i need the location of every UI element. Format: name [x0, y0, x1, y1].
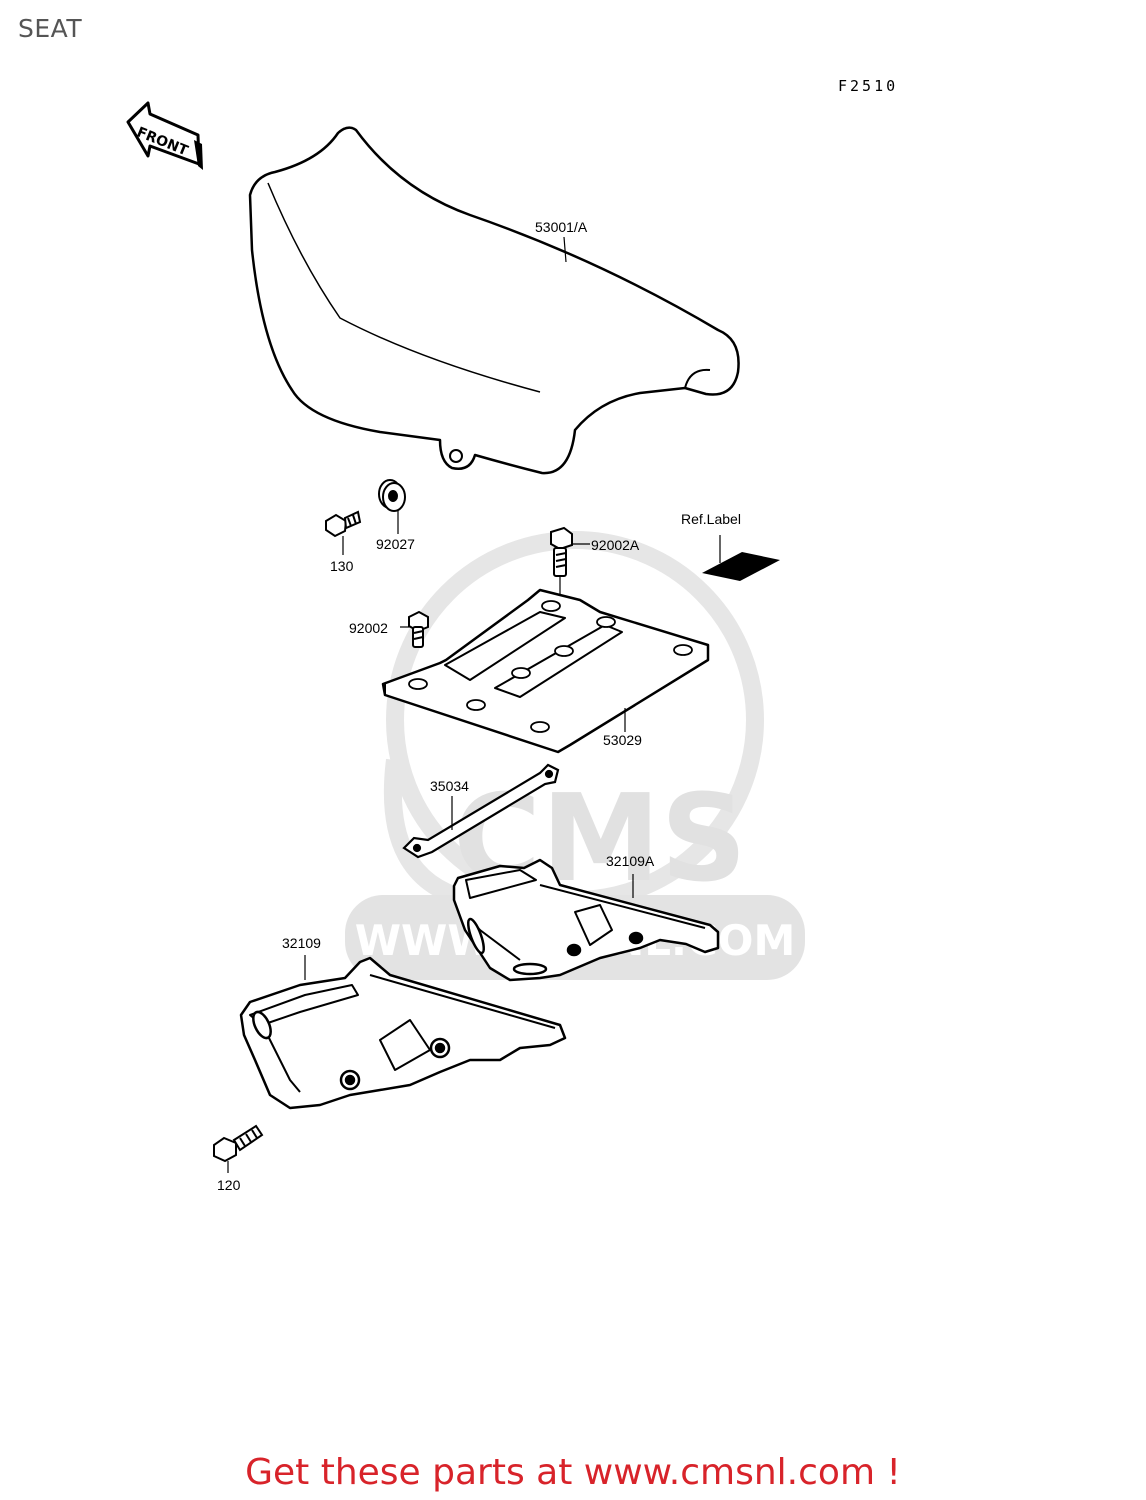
- promo-link[interactable]: Get these parts at www.cmsnl.com !: [245, 1452, 901, 1493]
- label-35034: 35034: [430, 778, 469, 794]
- label-53001A: 53001/A: [535, 219, 588, 235]
- ref-label-sticker: [702, 535, 780, 581]
- part-labels: 53001/A Ref.Label 92002A 92027 130 92002…: [217, 219, 741, 1193]
- strap-35034: [402, 763, 560, 859]
- label-32109: 32109: [282, 935, 321, 951]
- bolt-92002: [400, 610, 429, 648]
- seat: [248, 126, 740, 475]
- plate-53029: [381, 588, 710, 754]
- label-53029: 53029: [603, 732, 642, 748]
- figure-code: F2510: [838, 77, 899, 95]
- label-ref-label: Ref.Label: [681, 511, 741, 527]
- bracket-32109: [239, 955, 567, 1110]
- bolt-92002A: [550, 526, 590, 655]
- bracket-32109A: [452, 858, 720, 982]
- front-arrow-icon: FRONT: [126, 101, 203, 170]
- collar-92027: [378, 479, 406, 534]
- label-92027: 92027: [376, 536, 415, 552]
- page-title: SEAT: [18, 14, 83, 43]
- label-92002: 92002: [349, 620, 388, 636]
- bolt-120: [213, 1124, 264, 1173]
- bolt-130: [325, 510, 362, 555]
- promo-banner[interactable]: Get these parts at www.cmsnl.com !: [0, 1452, 1146, 1493]
- label-130: 130: [330, 558, 354, 574]
- label-92002A: 92002A: [591, 537, 640, 553]
- label-120: 120: [217, 1177, 241, 1193]
- label-32109A: 32109A: [606, 853, 655, 869]
